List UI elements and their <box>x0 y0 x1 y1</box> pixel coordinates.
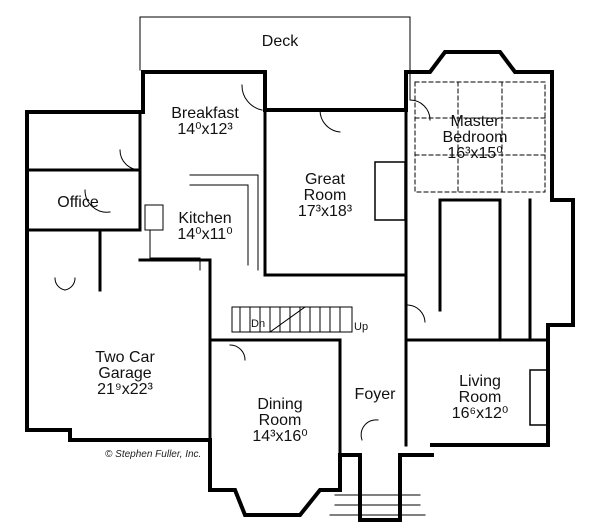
room-name-line1: Master <box>450 113 500 130</box>
room-name: Deck <box>261 33 299 50</box>
room-dims: 16³x15⁰ <box>447 145 503 162</box>
room-label-kitchen: Kitchen 14⁰x11⁰ <box>160 211 250 243</box>
room-label-foyer: Foyer <box>345 387 405 403</box>
room-label-office: Office <box>48 195 108 211</box>
room-dims: 21⁹x22³ <box>97 381 153 398</box>
stairs-up-label: Up <box>354 321 369 333</box>
deck-outline <box>139 16 411 101</box>
room-label-deck: Deck <box>250 34 310 50</box>
room-name-line2: Bedroom <box>442 129 508 146</box>
room-name-line2: Room <box>458 389 502 406</box>
room-dims: 14⁰x12³ <box>177 121 233 138</box>
room-label-dining-room: Dining Room 14³x16⁰ <box>235 397 325 445</box>
room-label-living-room: Living Room 16⁶x12⁰ <box>435 374 525 422</box>
room-name-line2: Room <box>303 187 347 204</box>
room-label-great-room: Great Room 17³x18³ <box>285 172 365 220</box>
room-name: Breakfast <box>171 105 239 122</box>
room-dims: 14³x16⁰ <box>252 428 308 445</box>
room-name-line1: Dining <box>257 396 303 413</box>
room-name: Foyer <box>354 386 396 403</box>
room-name-line1: Great <box>304 171 345 188</box>
room-dims: 17³x18³ <box>297 203 353 220</box>
room-name-line2: Room <box>258 412 302 429</box>
room-name: Office <box>57 194 99 211</box>
room-name-line1: Living <box>459 373 501 390</box>
room-label-breakfast: Breakfast 14⁰x12³ <box>155 106 255 138</box>
room-name-line1: Two Car <box>95 349 155 366</box>
copyright-credit: © Stephen Fuller, Inc. <box>105 449 202 460</box>
room-dims: 16⁶x12⁰ <box>451 405 509 422</box>
room-name: Kitchen <box>178 210 232 227</box>
stairs-down-label: Dn <box>251 318 266 330</box>
room-name-line2: Garage <box>98 365 152 382</box>
room-dims: 14⁰x11⁰ <box>177 226 233 243</box>
room-label-garage: Two Car Garage 21⁹x22³ <box>75 350 175 398</box>
room-label-master-bedroom: Master Bedroom 16³x15⁰ <box>425 114 525 162</box>
